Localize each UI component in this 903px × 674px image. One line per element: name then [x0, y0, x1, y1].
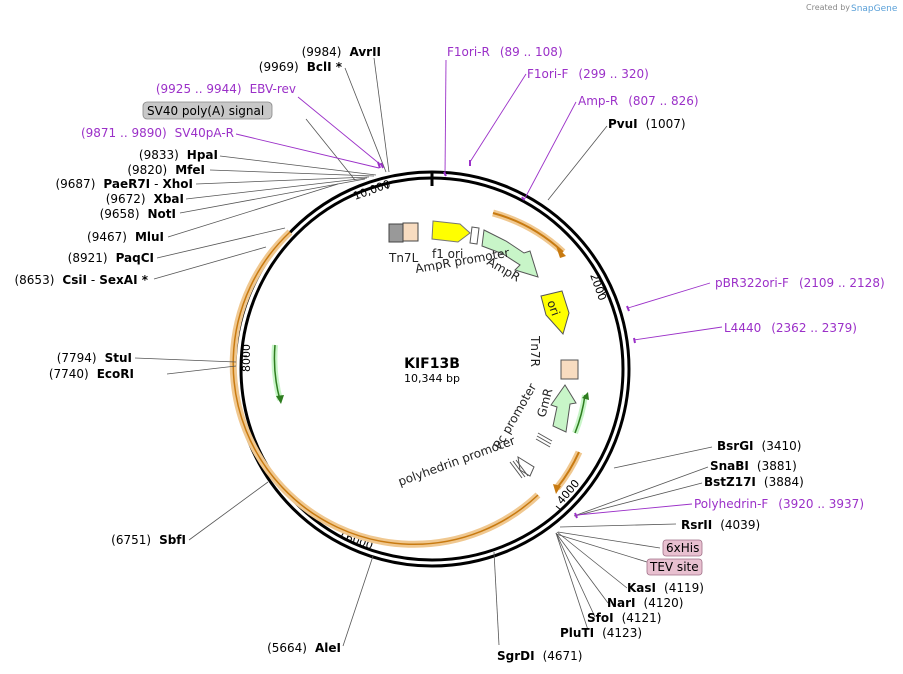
primer-f1ori-f: F1ori-F(299 .. 320): [527, 67, 649, 81]
primer-leaders: [235, 59, 723, 516]
gmr-arrow: [550, 384, 577, 433]
plasmid-name: KIF13B: [404, 356, 460, 372]
gmr-arc-arrowhead: [582, 392, 589, 400]
primer-amp-r: Amp-R(807 .. 826): [578, 94, 699, 108]
site-snabi: SnaBI(3881): [710, 459, 797, 473]
tn7l-box-gray: [388, 223, 404, 243]
ampr-promoter-arrow: [469, 226, 480, 245]
ampr-arrow: [481, 229, 539, 278]
site-stui: (7794)StuI: [57, 351, 132, 365]
tev-site-box: [646, 558, 703, 576]
tn7l-box: [402, 222, 419, 242]
site-ecori: (7740)EcoRI: [49, 367, 134, 381]
site-rsrii: RsrII(4039): [681, 518, 760, 532]
site-bcli: (9969)BclI *: [259, 60, 343, 74]
snapgene-logo: SnapGene: [851, 4, 898, 14]
inner-green-arrowhead: [276, 395, 284, 404]
primer-f1ori-r: F1ori-R(89 .. 108): [447, 45, 563, 59]
primer-polyhedrin-f: Polyhedrin-F(3920 .. 3937): [694, 497, 864, 511]
primer-marks: [377, 160, 636, 519]
primer-l4440: L4440(2362 .. 2379): [724, 321, 857, 335]
ori-label: ori: [544, 298, 562, 317]
site-paqci: (8921)PaqCI: [68, 251, 154, 265]
site-sbfi: (6751)SbfI: [111, 533, 186, 547]
site-mlui: (9467)MluI: [87, 230, 164, 244]
site-bstz17i: BstZ17I(3884): [704, 475, 804, 489]
site-pvui: PvuI(1007): [608, 117, 686, 131]
tick-label-8000: 8000: [240, 344, 253, 372]
site-sgrdi: SgrDI(4671): [497, 649, 582, 663]
f1-ori-arrow: [431, 220, 471, 243]
orf-arrow-right: [553, 484, 561, 494]
site-pluti: PluTI(4123): [560, 626, 642, 640]
ori-arrow: [540, 290, 570, 336]
tn7r-box: [560, 359, 579, 380]
site-paer7i-xhoi: (9687)PaeR7I-XhoI: [55, 177, 193, 191]
f1-ori-label: f1 ori: [432, 247, 463, 261]
site-avrii: (9984)AvrII: [302, 45, 381, 59]
his-tag-label: 6xHis: [666, 541, 699, 555]
site-csii-sexai: (8653)CsiI-SexAI *: [14, 273, 148, 287]
site-mfei: (9820)MfeI: [127, 163, 205, 177]
site-alei: (5664)AleI: [267, 641, 341, 655]
pc-promoter-marks: [535, 432, 553, 448]
site-nari: NarI(4120): [607, 596, 683, 610]
site-bsrgi: BsrGI(3410): [717, 439, 801, 453]
sv40-polya-label: SV40 poly(A) signal: [147, 104, 264, 118]
sv40-polya-box: [142, 101, 273, 120]
primer-pbr322ori-f: pBR322ori-F(2109 .. 2128): [715, 276, 885, 290]
polyhedrin-marks: [509, 459, 529, 479]
tn7r-label: Tn7R: [528, 335, 542, 367]
site-noti: (9658)NotI: [100, 207, 176, 221]
site-kasi: KasI(4119): [627, 581, 704, 595]
tn7l-label: Tn7L: [388, 251, 419, 265]
credit-text: Created by: [806, 3, 850, 12]
site-sfoi: SfoI(4121): [587, 611, 661, 625]
orf-arrow-top: [556, 246, 566, 258]
orf-arc-main-line: [232, 231, 539, 545]
primer-sv40pa-r: (9871 .. 9890)SV40pA-R: [81, 126, 234, 140]
plasmid-length: 10,344 bp: [404, 372, 460, 385]
his-tag-box: [662, 539, 703, 557]
polyhedrin-promoter-arrow: [517, 455, 535, 477]
restriction-leaders: [134, 57, 713, 647]
tev-site-label: TEV site: [649, 560, 699, 574]
site-xbai: (9672)XbaI: [106, 192, 184, 206]
site-hpai: (9833)HpaI: [139, 148, 218, 162]
polyhedrin-promoter-label: polyhedrin promoter: [396, 433, 517, 488]
orf-arc-top-line: [492, 212, 564, 253]
primer-ebv-rev: (9925 .. 9944)EBV-rev: [156, 82, 296, 96]
scale-ticks: [241, 182, 608, 538]
